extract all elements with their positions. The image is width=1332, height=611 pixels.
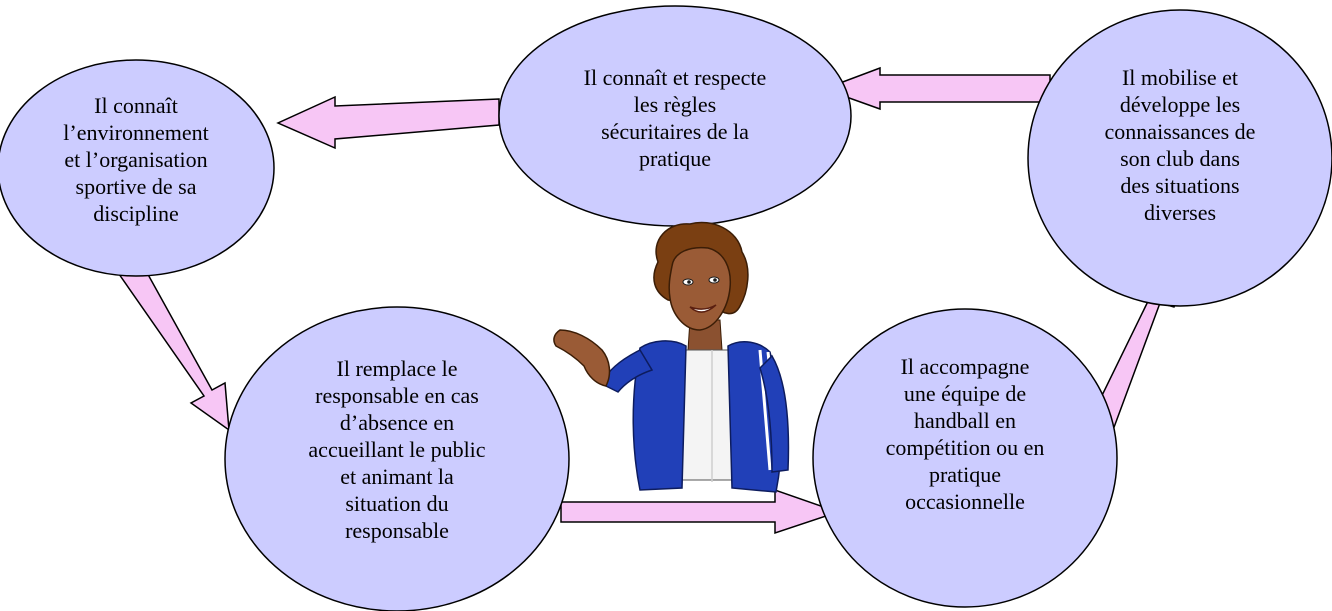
woman-presenting-illustration — [553, 221, 790, 493]
arrow-replace-to-accompany — [560, 488, 841, 535]
node-environment — [0, 59, 275, 277]
node-environment-text: Il connaît l’environnement et l’organisa… — [63, 93, 209, 226]
arrow-mobilise-to-safety — [821, 66, 1051, 111]
node-safety-text: Il connaît et respecte les règles sécuri… — [583, 65, 767, 171]
node-accompany-text: Il accompagne une équipe de handball en … — [885, 354, 1045, 514]
node-replace — [224, 306, 570, 611]
node-replace-text: Il remplace le responsable en cas d’abse… — [308, 356, 486, 543]
node-mobilise-text: Il mobilise et développe les connaissanc… — [1104, 65, 1256, 225]
node-mobilise — [1027, 9, 1332, 307]
node-accompany — [812, 308, 1118, 608]
arrow-environment-to-replace — [110, 249, 230, 432]
arrow-safety-to-environment — [276, 95, 500, 150]
